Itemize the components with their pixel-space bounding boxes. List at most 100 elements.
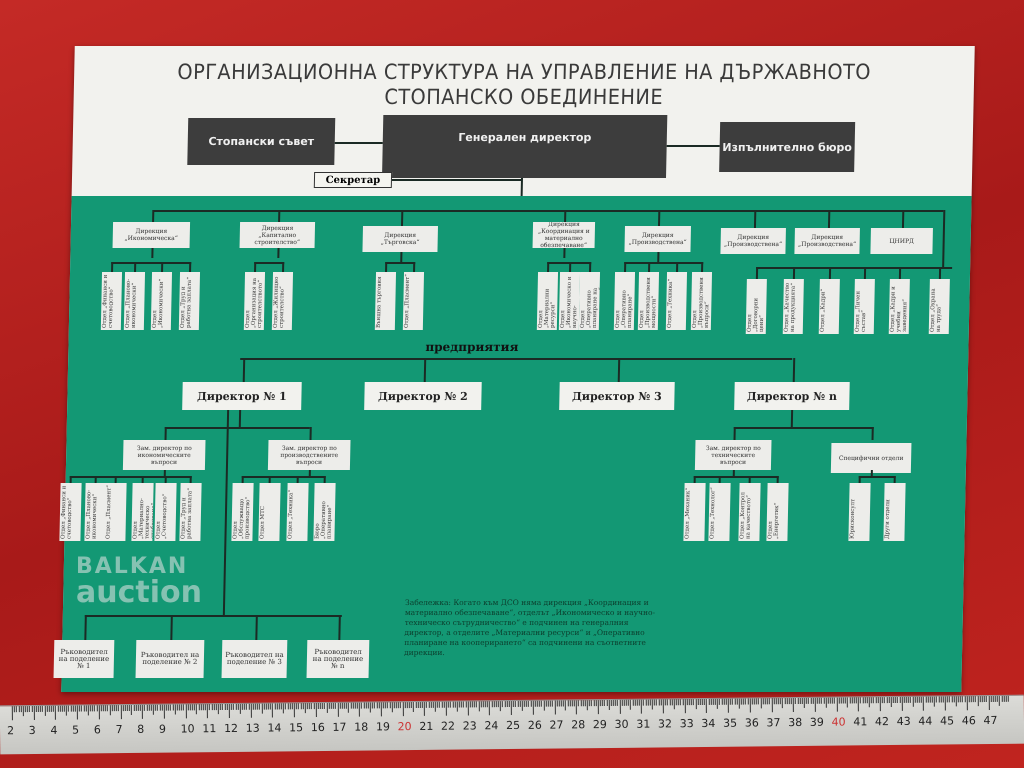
ruler-tick [790, 698, 792, 705]
department-box: Отдел „Финанси и счетоводство“ [100, 272, 123, 330]
ruler-tick [408, 702, 410, 709]
ruler-number: 39 [809, 715, 824, 729]
ruler-tick [363, 702, 365, 709]
department-box: Юрисконсулт [848, 483, 871, 541]
ruler-tick [803, 697, 805, 708]
department-box: Външна търговия [374, 272, 397, 330]
ruler-tick [74, 705, 76, 712]
ruler-tick [26, 706, 29, 713]
ruler-tick [799, 697, 801, 704]
unit-head-box: Ръководител на поделение № 2 [135, 640, 205, 678]
connector-line [901, 210, 905, 228]
ruler-tick [376, 702, 378, 709]
ruler-tick [202, 704, 204, 711]
connector-line [385, 262, 416, 264]
ruler-tick [838, 697, 840, 704]
connector-line [776, 476, 779, 483]
ruler-tick [758, 698, 760, 705]
ruler-tick [98, 705, 100, 720]
connector-line [624, 262, 627, 272]
connector-line [94, 476, 97, 483]
department-box: Отдел „Личен състав“ [853, 279, 875, 334]
directorate-box: Дирекция „Търговска“ [362, 226, 438, 252]
ruler-tick [706, 698, 708, 713]
ruler-tick [378, 702, 380, 709]
ruler-number: 41 [853, 715, 868, 729]
ruler-tick [532, 700, 534, 715]
ruler-tick [871, 697, 873, 704]
ruler-tick [213, 704, 215, 711]
ruler-tick [762, 698, 764, 705]
ruler-tick [443, 701, 445, 708]
ruler-tick [562, 700, 564, 707]
ruler-tick [243, 703, 246, 710]
ruler-tick [83, 705, 85, 712]
ruler-tick [417, 701, 419, 708]
department-box: Отдел „Договорни цени“ [745, 279, 767, 334]
director-box: Директор № n [734, 382, 850, 410]
connector-line [898, 267, 902, 279]
directorate-box: Дирекция „Икономическа“ [112, 222, 191, 248]
ruler-number: 31 [636, 717, 651, 731]
ruler-tick [228, 703, 230, 718]
ruler-tick [109, 705, 111, 716]
ruler-tick [122, 705, 124, 712]
connector-line [84, 615, 342, 617]
ruler-tick [964, 696, 966, 703]
ruler-tick [575, 700, 578, 715]
ruler-tick [565, 700, 567, 711]
ruler-tick [949, 696, 951, 703]
department-box: Отдел „Енергетик“ [766, 483, 789, 541]
ruler-tick [311, 703, 313, 710]
ruler-tick [324, 702, 326, 709]
ruler-tick [721, 698, 723, 705]
connector-line [648, 262, 651, 272]
department-box: Отдел „Кадри“ [818, 279, 840, 334]
ruler-tick [191, 704, 193, 711]
ruler-tick [823, 697, 825, 704]
ruler-tick [614, 699, 617, 706]
deputy-director-box: Зам. директор по техническите въпроси [694, 440, 772, 470]
ruler-number: 15 [289, 721, 304, 735]
ruler-tick [421, 701, 423, 708]
connector-line [323, 476, 326, 483]
ruler-tick [805, 697, 808, 704]
ruler-tick [960, 696, 962, 703]
ruler-tick [630, 699, 632, 710]
ruler-tick [515, 700, 517, 707]
ruler-tick [682, 699, 684, 706]
ruler-tick [332, 702, 334, 709]
ruler-tick [662, 699, 664, 714]
ruler-tick [966, 696, 968, 711]
ruler-tick [821, 697, 823, 704]
ruler-tick [315, 703, 317, 718]
ruler-number: 18 [354, 720, 369, 734]
connector-line [111, 262, 192, 264]
ruler-tick [486, 701, 489, 708]
ruler-tick [128, 704, 131, 712]
connector-line [589, 262, 592, 272]
connector-line [693, 476, 696, 483]
ruler-tick [469, 701, 471, 708]
ruler-number: 11 [202, 722, 217, 736]
ruler-tick [699, 699, 701, 706]
ruler-tick [276, 703, 278, 710]
ruler-tick [33, 705, 35, 721]
ruler-tick [831, 697, 834, 704]
ruler-tick [92, 705, 94, 712]
ruler-tick [189, 704, 191, 711]
ruler-tick [135, 704, 137, 711]
department-box: Отдел „Производствени мощности“ [637, 272, 660, 330]
ruler-tick [905, 696, 907, 703]
connector-line [624, 262, 704, 264]
ruler-tick [601, 700, 604, 707]
ruler-tick [39, 705, 42, 712]
ruler-tick [740, 698, 742, 705]
ruler-tick [528, 700, 530, 707]
ruler-tick [350, 702, 352, 709]
ruler-tick [539, 700, 541, 707]
ruler-tick [454, 701, 456, 708]
ruler-tick [1007, 695, 1009, 702]
ruler-tick [894, 696, 896, 703]
ruler-tick [513, 700, 515, 707]
